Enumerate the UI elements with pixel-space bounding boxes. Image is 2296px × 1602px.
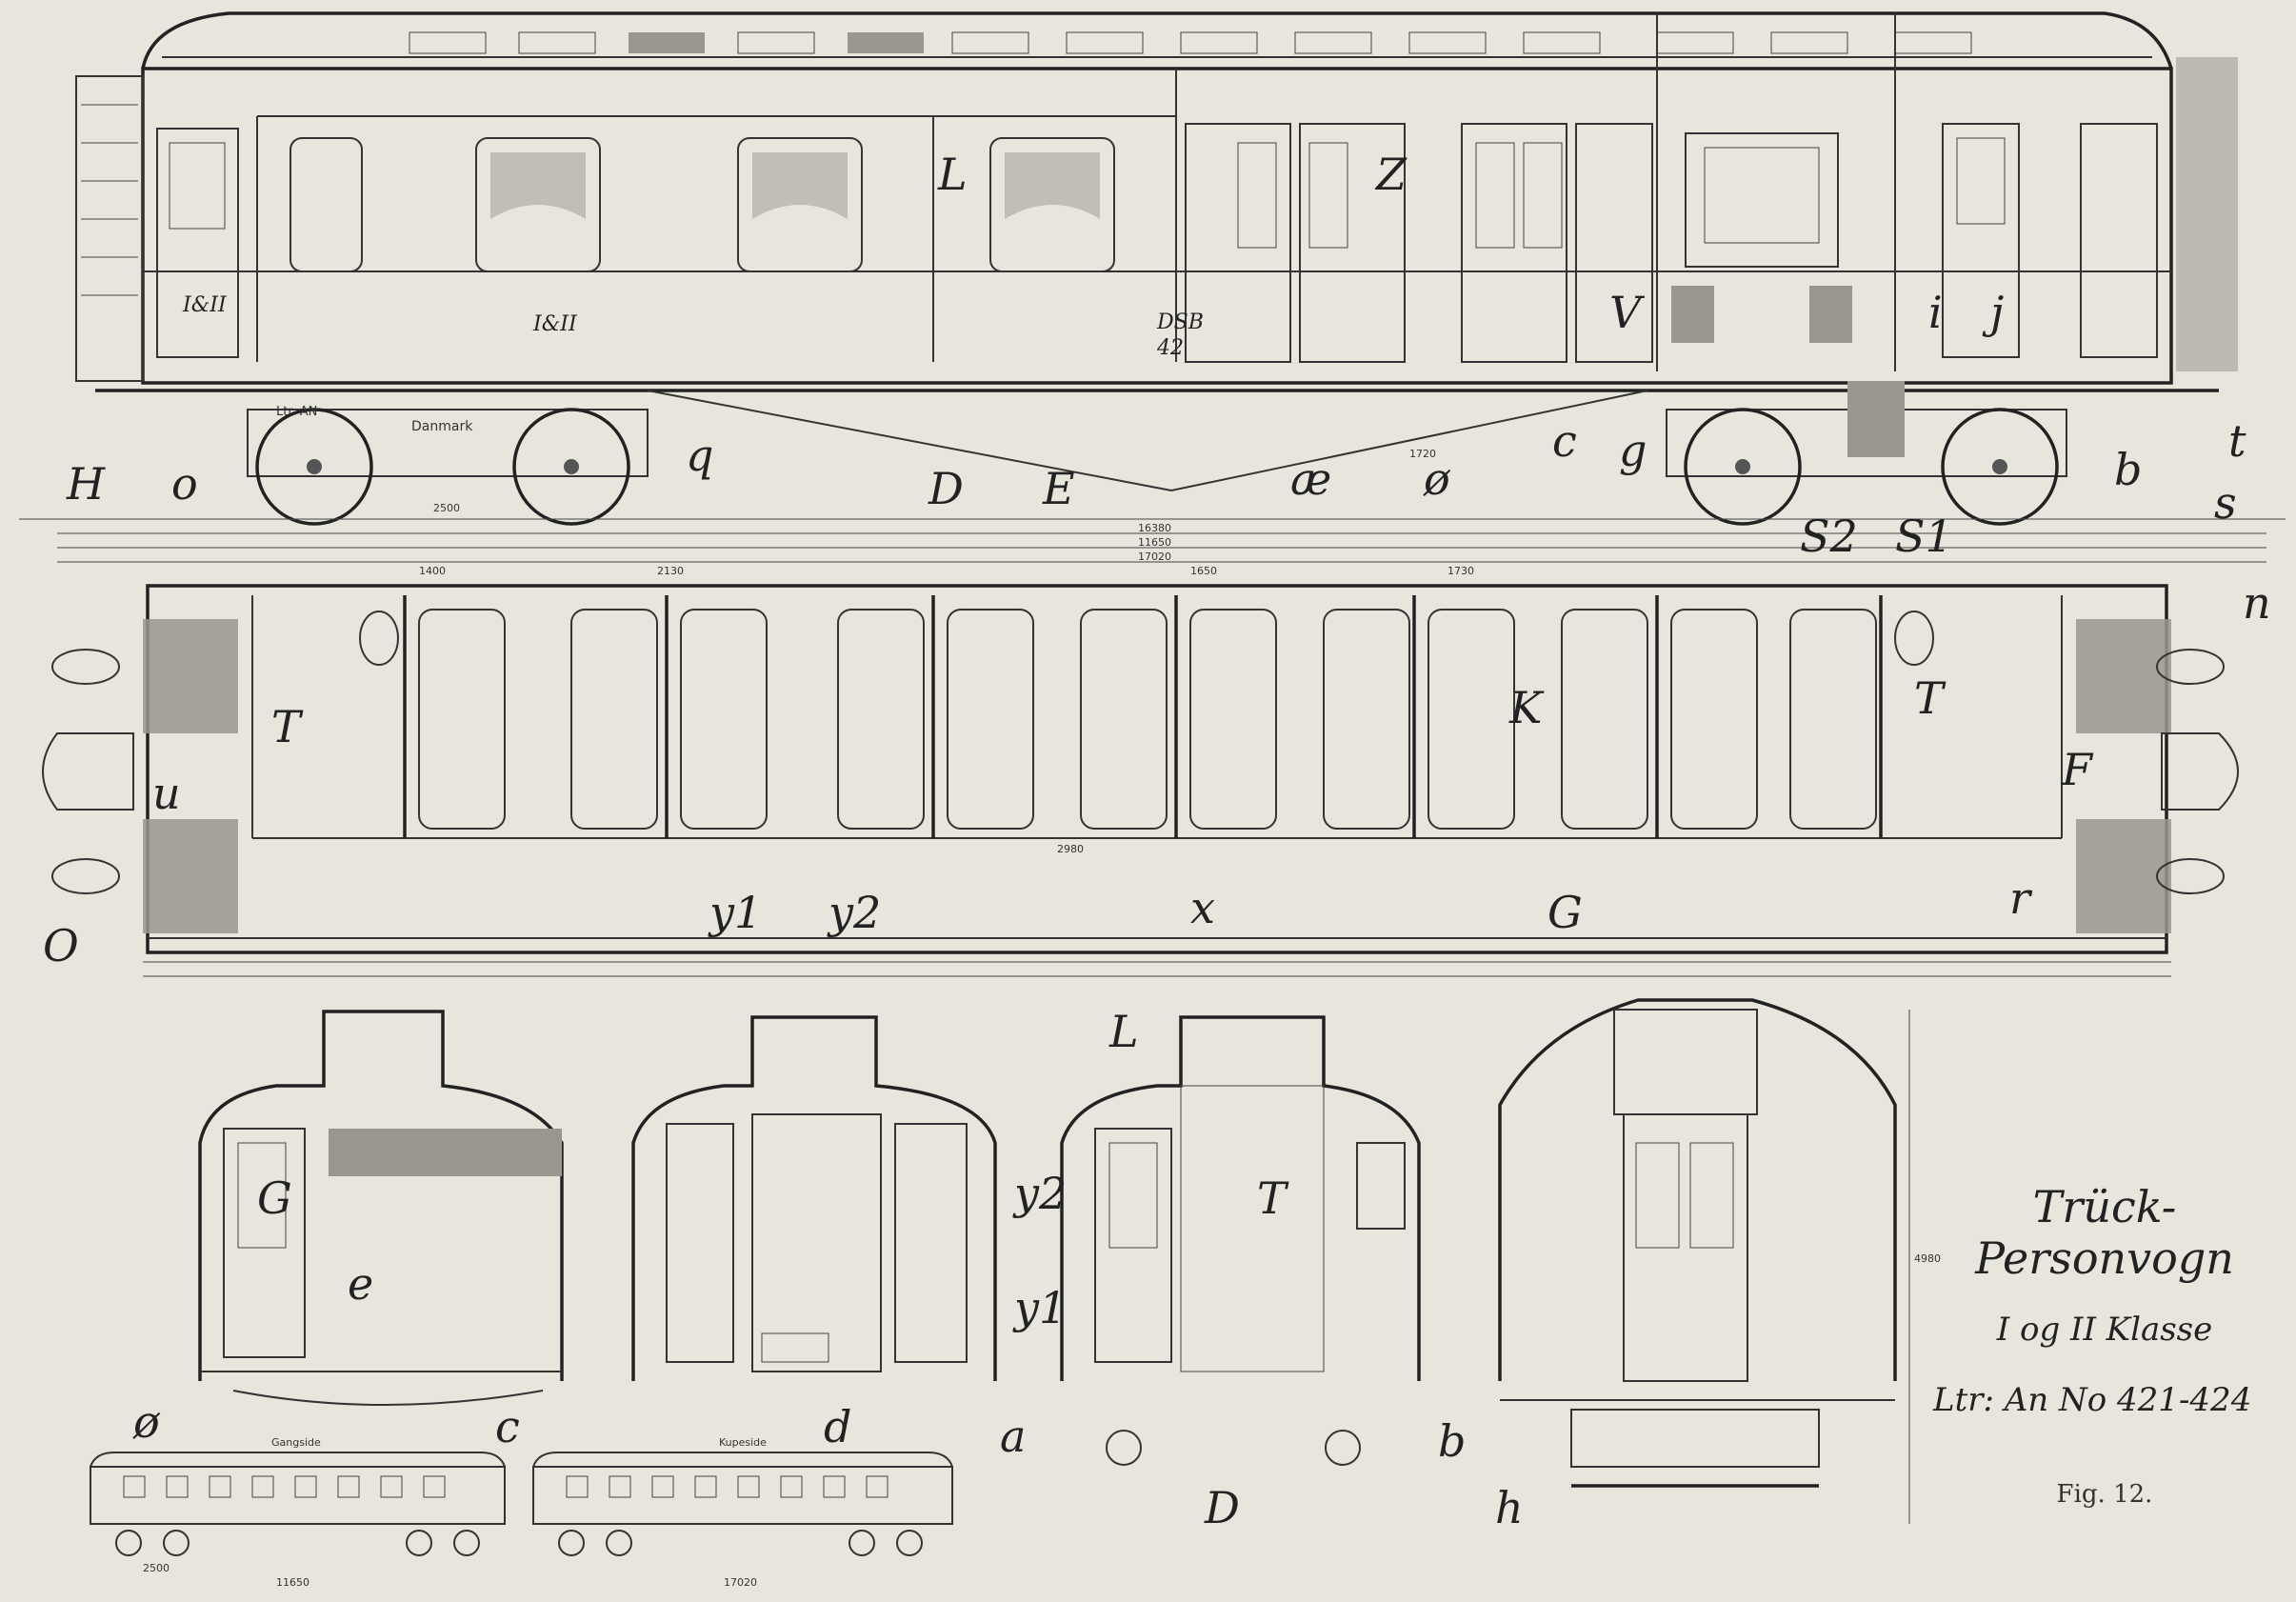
label-section-y2: y2 xyxy=(1014,1168,1068,1219)
end-view xyxy=(1498,998,1910,1524)
label-G: G xyxy=(1547,887,1583,938)
label-r: r xyxy=(2009,872,2030,924)
label-o: o xyxy=(171,458,198,510)
car-number-mark: 42 xyxy=(1157,336,1184,360)
class-mark-center: I&II xyxy=(533,312,577,336)
dim-overall-c: 17020 xyxy=(1138,551,1171,563)
dim-overall-a: 16380 xyxy=(1138,522,1171,534)
label-y2: y2 xyxy=(829,887,882,938)
label-L: L xyxy=(938,149,968,200)
clerestory-windows xyxy=(409,31,1972,54)
title-block: Trück-Personvogn I og II Klasse Ltr: An … xyxy=(1933,1181,2276,1509)
dim-compartment-b: 2130 xyxy=(657,565,684,577)
label-g: g xyxy=(1619,425,1647,476)
label-K: K xyxy=(1509,682,1543,733)
label-S1: S1 xyxy=(1895,511,1953,562)
bogie-right xyxy=(1666,381,2067,526)
label-c: c xyxy=(1552,415,1577,467)
label-S2: S2 xyxy=(1800,511,1858,562)
country-mark: Danmark xyxy=(411,419,473,434)
side-elevation xyxy=(19,11,2286,563)
label-T-right: T xyxy=(1914,672,1944,724)
plan-view xyxy=(42,584,2239,977)
side-windows xyxy=(289,137,1115,272)
dim-mini-b: 17020 xyxy=(724,1576,757,1589)
label-u: u xyxy=(152,768,181,819)
label-section-y1: y1 xyxy=(1014,1282,1068,1333)
drawing-title: Trück-Personvogn xyxy=(1975,1181,2234,1284)
label-section-G: G xyxy=(257,1172,292,1224)
label-section-e: e xyxy=(348,1258,374,1310)
label-q: q xyxy=(686,430,714,481)
label-ae: æ xyxy=(1290,453,1332,505)
label-x: x xyxy=(1190,882,1215,933)
label-section-D: D xyxy=(1205,1482,1240,1533)
label-oe: ø xyxy=(1424,453,1450,505)
label-E: E xyxy=(1043,463,1075,514)
cutaway-compartment-doors xyxy=(1185,123,1653,363)
dim-end-height: 4980 xyxy=(1914,1252,1941,1265)
label-section-c: c xyxy=(495,1401,520,1452)
label-V: V xyxy=(1609,287,1642,338)
mini-view-gangside xyxy=(90,1452,506,1556)
dim-overall-b: 11650 xyxy=(1138,536,1171,549)
label-D: D xyxy=(928,463,964,514)
seats xyxy=(418,609,1877,830)
label-t: t xyxy=(2228,415,2246,467)
label-F: F xyxy=(2062,744,2092,795)
label-section-T: T xyxy=(1257,1172,1287,1224)
dim-mini-a: 11650 xyxy=(276,1576,309,1589)
label-section-a: a xyxy=(1000,1411,1027,1462)
label-s: s xyxy=(2214,477,2237,529)
label-T-left: T xyxy=(271,701,301,752)
label-n: n xyxy=(2243,577,2271,629)
dim-bogie-wheelbase: 2500 xyxy=(433,502,460,514)
cross-section-2 xyxy=(631,1015,997,1381)
label-H: H xyxy=(67,458,106,510)
dim-height: 1720 xyxy=(1409,448,1436,460)
dim-compartment-a: 1400 xyxy=(419,565,446,577)
mini-caption-gangside: Gangside xyxy=(271,1436,321,1449)
label-y1: y1 xyxy=(709,887,763,938)
label-O: O xyxy=(43,920,79,971)
owner-mark: DSB xyxy=(1157,310,1204,334)
dim-mini-c: 2500 xyxy=(143,1562,170,1574)
label-Z: Z xyxy=(1376,149,1407,200)
dim-compartment-d: 1730 xyxy=(1447,565,1474,577)
label-section-L: L xyxy=(1109,1006,1139,1057)
bogie-left xyxy=(247,408,649,526)
figure-number: Fig. 12. xyxy=(2056,1480,2153,1509)
label-i: i xyxy=(1928,287,1943,338)
cross-section-3 xyxy=(1060,1015,1421,1466)
dim-compartment-c: 1650 xyxy=(1190,565,1217,577)
label-section-d: d xyxy=(824,1401,852,1452)
class-mark-left: I&II xyxy=(183,293,227,317)
label-b: b xyxy=(2114,444,2143,495)
cross-section-1 xyxy=(198,1010,564,1406)
compartment-partitions xyxy=(403,595,1883,838)
label-j: j xyxy=(1990,287,2005,338)
label-section-h: h xyxy=(1495,1482,1524,1533)
label-section-b: b xyxy=(1438,1415,1467,1467)
drawing-class: I og II Klasse xyxy=(1996,1311,2213,1349)
label-section-oe: ø xyxy=(133,1396,160,1448)
mini-view-kupeside xyxy=(532,1452,953,1556)
drawing-number: Ltr: An No 421-424 xyxy=(1933,1381,2252,1419)
dim-width: 2980 xyxy=(1057,843,1084,855)
ltr-mark: Ltr. AN xyxy=(276,405,318,419)
mini-caption-kupeside: Kupeside xyxy=(719,1436,767,1449)
